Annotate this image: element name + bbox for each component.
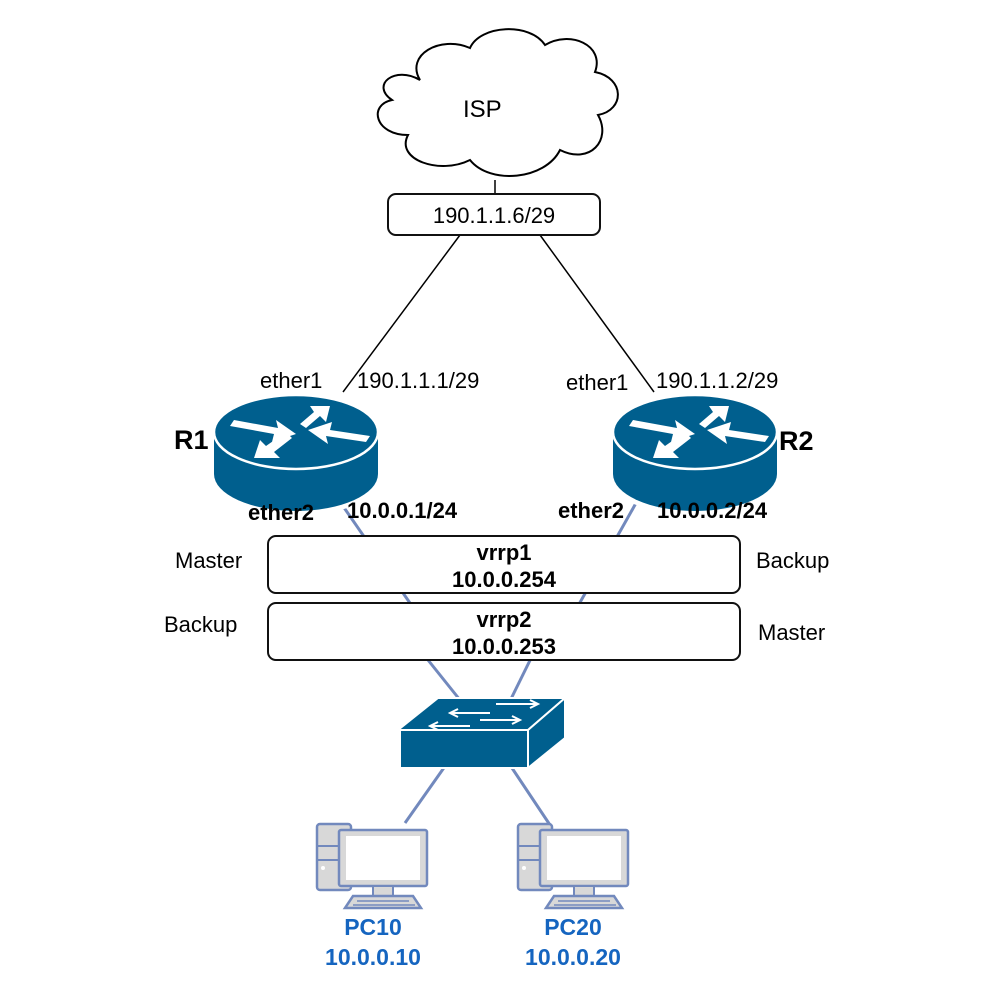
vrrp2-name: vrrp2 <box>476 607 532 632</box>
vrrp2-box[interactable]: vrrp2 10.0.0.253 <box>267 602 741 661</box>
vrrp1-address: 10.0.0.254 <box>452 567 556 592</box>
r1-name: R1 <box>174 425 209 455</box>
pc10-name: PC10 <box>344 914 402 940</box>
r2-lan-address: 10.0.0.2/24 <box>657 498 768 523</box>
link-switch-pc10 <box>403 761 450 824</box>
vrrp1-r2-role: Backup <box>756 548 830 573</box>
pc10-address: 10.0.0.10 <box>325 944 421 970</box>
vrrp2-r1-role: Backup <box>164 612 238 637</box>
vrrp2-address: 10.0.0.253 <box>452 634 556 659</box>
r1-lan-address: 10.0.0.1/24 <box>347 498 458 523</box>
pc20-address: 10.0.0.20 <box>525 944 621 970</box>
r2-name: R2 <box>779 426 814 456</box>
isp-cloud-icon <box>376 28 619 177</box>
link-switch-pc20 <box>506 761 552 826</box>
vrrp1-name: vrrp1 <box>476 540 532 565</box>
r2-wan-interface: ether1 <box>566 370 629 395</box>
pc20-name: PC20 <box>544 914 602 940</box>
pc10-icon[interactable] <box>315 822 429 910</box>
r1-wan-interface: ether1 <box>260 368 323 393</box>
isp-label: ISP <box>463 96 502 123</box>
isp-interface-address: 190.1.1.6/29 <box>432 203 556 228</box>
pc20-label: PC20 10.0.0.20 <box>506 912 640 972</box>
vrrp2-r2-role: Master <box>758 620 826 645</box>
vrrp1-r1-role: Master <box>175 548 243 573</box>
r1-lan-interface: ether2 <box>248 500 315 525</box>
vrrp1-box[interactable]: vrrp1 10.0.0.254 <box>267 535 741 594</box>
r1-wan-address: 190.1.1.1/29 <box>357 368 480 393</box>
r2-wan-address: 190.1.1.2/29 <box>656 368 779 393</box>
pc10-label: PC10 10.0.0.10 <box>306 912 440 972</box>
pc20-icon[interactable] <box>516 822 630 910</box>
r2-lan-interface: ether2 <box>558 498 625 523</box>
wan-link-r2 <box>539 234 655 393</box>
wan-link-r1 <box>342 234 461 393</box>
isp-interface-box: 190.1.1.6/29 <box>387 193 601 236</box>
switch-icon[interactable] <box>395 695 568 771</box>
